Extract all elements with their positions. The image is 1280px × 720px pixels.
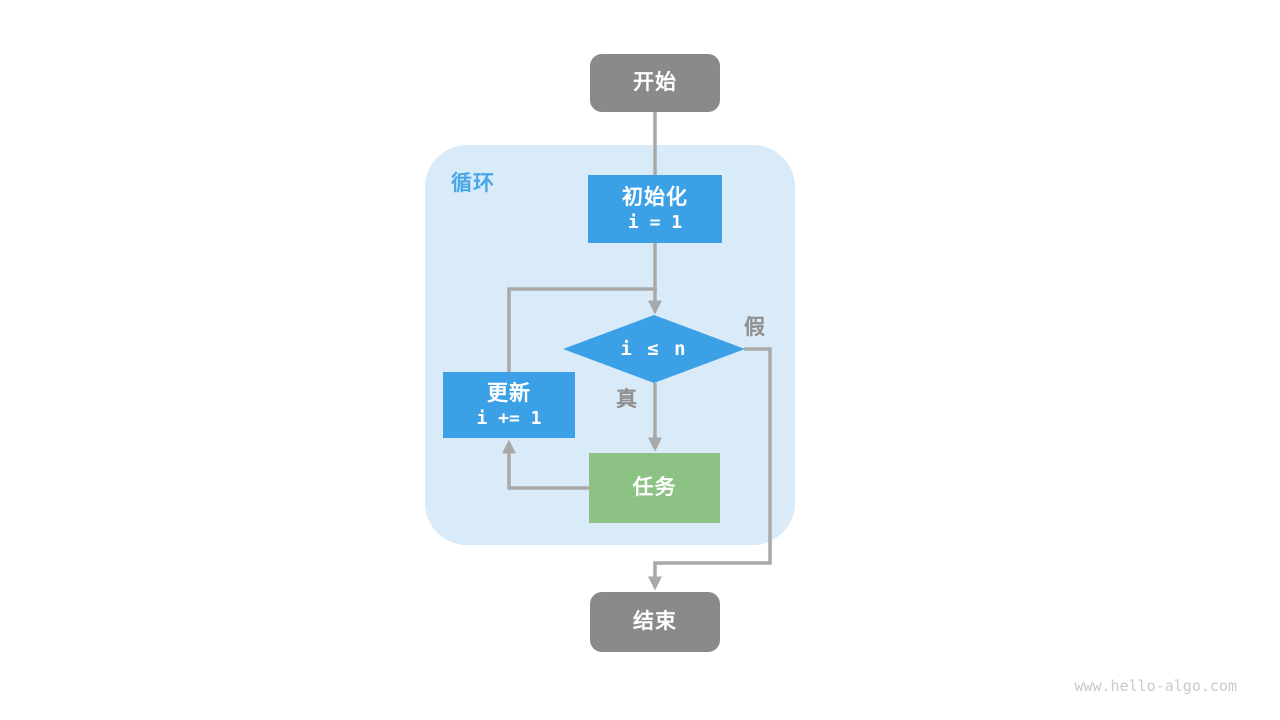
- node-task-label: 任务: [632, 476, 677, 500]
- node-condition-code: i ≤ n: [620, 337, 688, 360]
- node-start: 开始: [590, 54, 720, 112]
- node-init: 初始化 i = 1: [588, 175, 722, 243]
- node-start-label: 开始: [633, 71, 677, 95]
- node-update-code: i += 1: [476, 408, 542, 430]
- node-task: 任务: [589, 453, 720, 523]
- edge-update-loopback: [507, 287, 657, 373]
- node-init-code: i = 1: [627, 212, 683, 234]
- node-end-label: 结束: [633, 610, 677, 634]
- edge-label-false: 假: [744, 316, 765, 339]
- loop-container-label: 循环: [451, 172, 495, 195]
- watermark: www.hello-algo.com: [1074, 677, 1237, 695]
- node-update-title: 更新: [487, 382, 531, 405]
- edge-condition-to-end-false: [648, 347, 772, 591]
- edge-label-true: 真: [616, 388, 637, 411]
- node-init-title: 初始化: [622, 186, 688, 209]
- node-update: 更新 i += 1: [443, 372, 575, 438]
- node-end: 结束: [590, 592, 720, 652]
- edge-task-to-update: [502, 439, 589, 490]
